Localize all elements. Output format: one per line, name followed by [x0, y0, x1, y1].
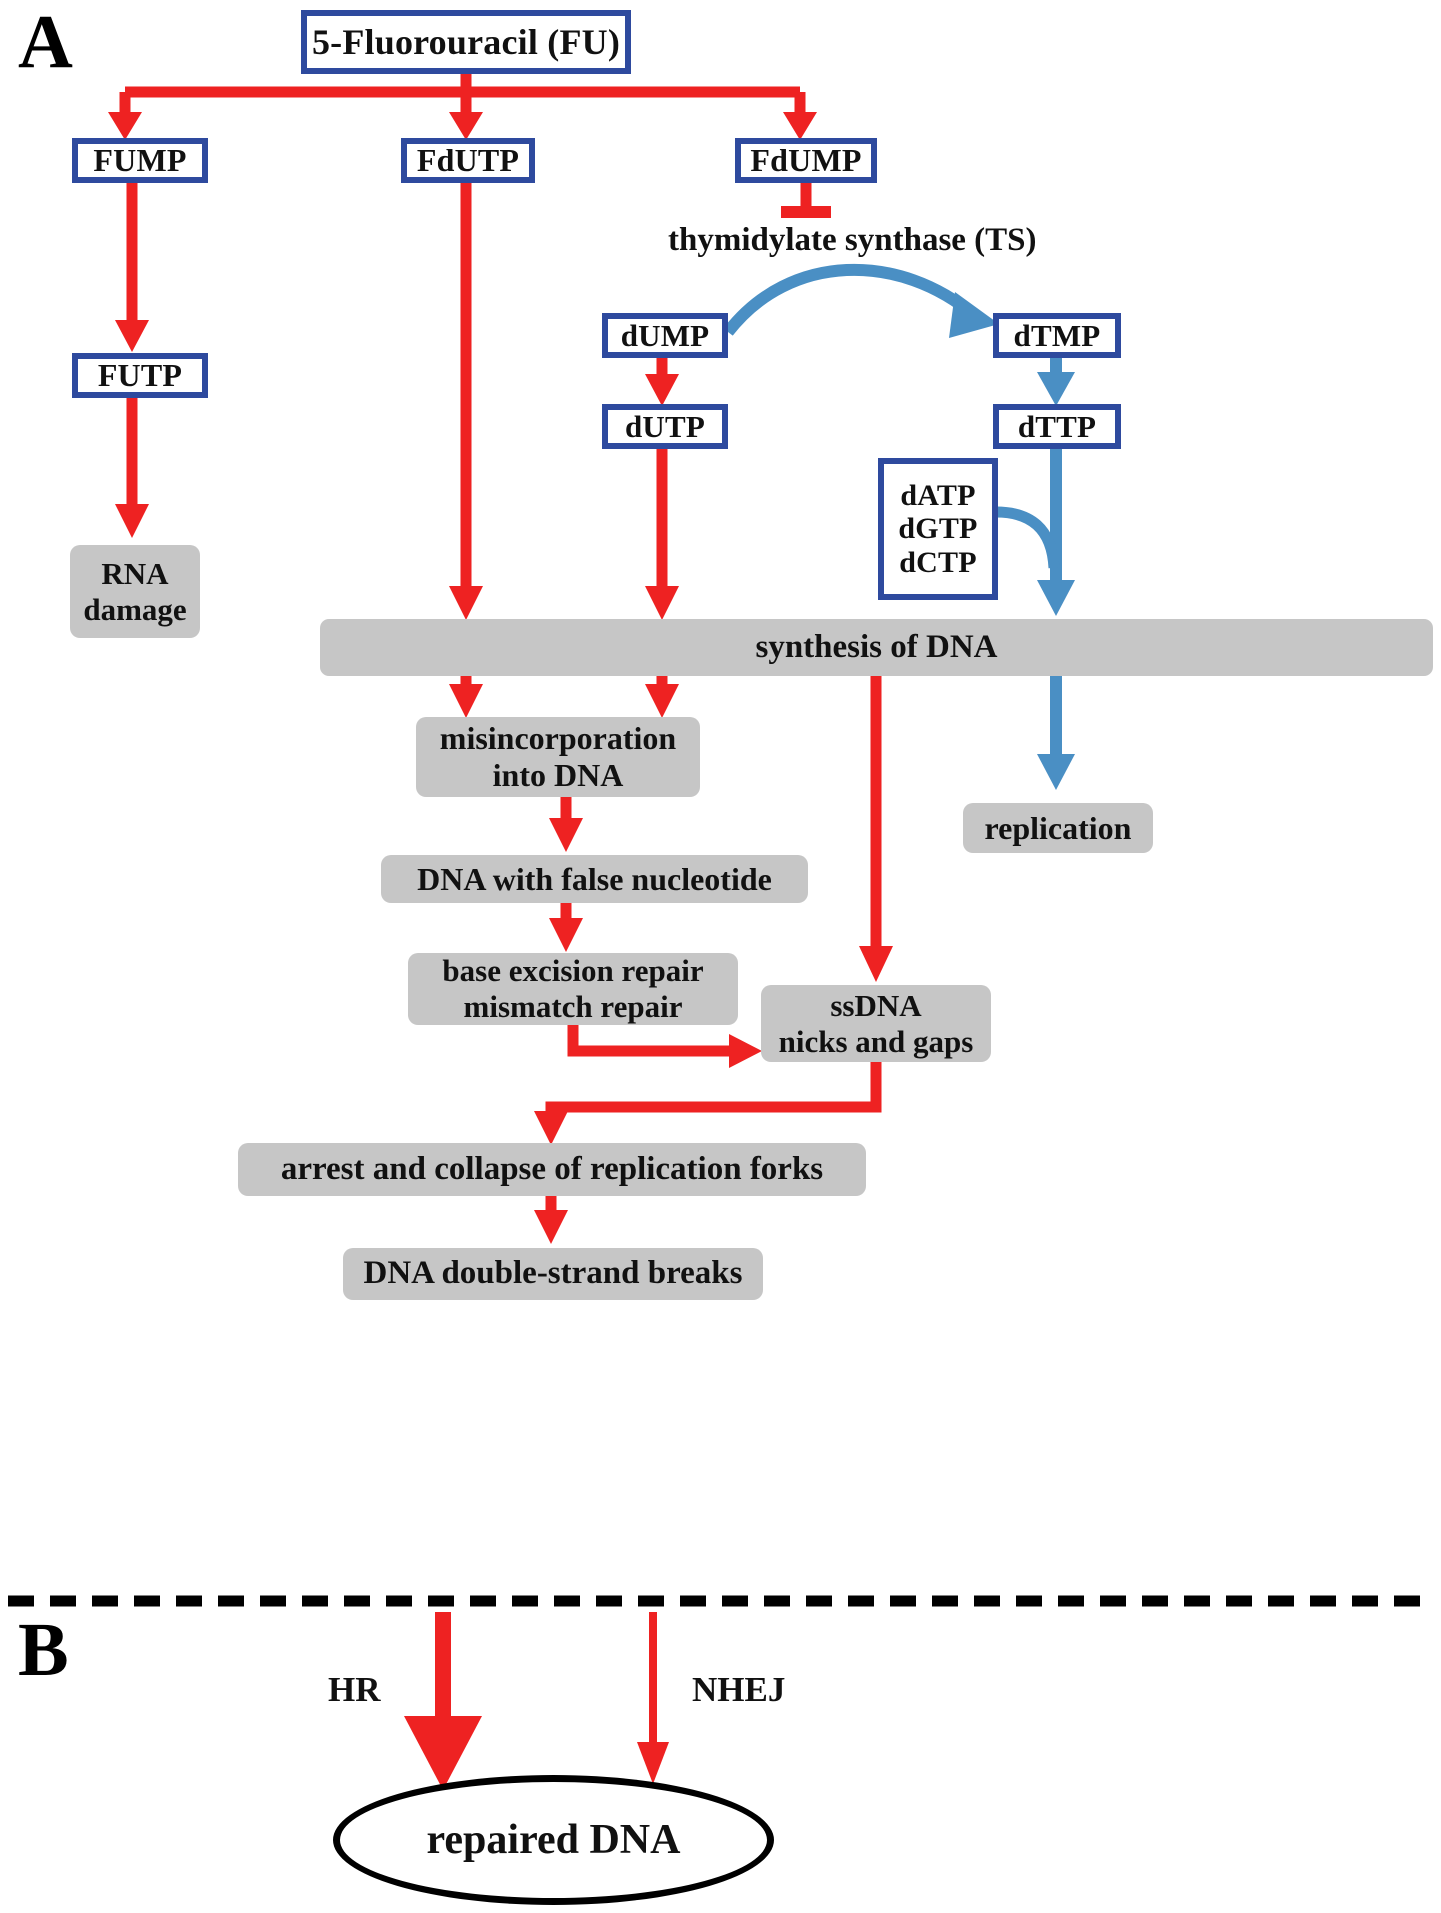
metabolite-box-fdump[interactable]: FdUMP	[735, 138, 877, 183]
process-box-dsb[interactable]: DNA double-strand breaks	[343, 1248, 763, 1300]
arrow-misincorporation-to-false-nt	[549, 797, 583, 852]
process-box-false-nucleotide[interactable]: DNA with false nucleotide	[381, 855, 808, 903]
arrow-dutp-to-synthesis	[645, 449, 679, 620]
process-box-misincorporation[interactable]: misincorporation into DNA	[416, 717, 700, 797]
metabolite-box-fdutp[interactable]: FdUTP	[401, 138, 535, 183]
process-box-synthesis-of-dna[interactable]: synthesis of DNA	[320, 619, 1433, 676]
repair-line-2: mismatch repair	[463, 989, 683, 1024]
arrow-fump-to-futp	[115, 183, 149, 352]
arrow-repair-to-ssdna	[567, 1024, 762, 1068]
process-box-repair[interactable]: base excision repair mismatch repair	[408, 953, 738, 1025]
rna-damage-line-1: RNA	[101, 555, 169, 591]
arrow-forks-to-dsb	[534, 1196, 568, 1244]
repair-line-1: base excision repair	[442, 953, 704, 989]
pathway-label-hr: HR	[328, 1670, 381, 1709]
metabolite-box-dttp[interactable]: dTTP	[993, 404, 1121, 449]
metabolite-box-dump[interactable]: dUMP	[602, 313, 728, 358]
outcome-ellipse-repaired-dna[interactable]: repaired DNA	[333, 1775, 774, 1905]
process-box-replication-forks[interactable]: arrest and collapse of replication forks	[238, 1143, 866, 1196]
arrow-dump-to-dutp	[645, 358, 679, 406]
metabolite-box-dntps[interactable]: dATP dGTP dCTP	[878, 458, 998, 600]
arrow-nhej	[637, 1612, 669, 1784]
arrow-ssdna-to-forks	[534, 1062, 882, 1145]
arrow-false-nt-to-repair	[549, 903, 583, 952]
misincorporation-line-2: into DNA	[492, 757, 624, 793]
arrow-fu-distributor	[108, 74, 817, 140]
arrow-synthesis-to-replication	[1037, 676, 1075, 790]
arrow-fdutp-to-synthesis	[449, 183, 483, 620]
enzyme-label-thymidylate-synthase: thymidylate synthase (TS)	[668, 222, 1037, 258]
arrow-dump-to-dtmp	[723, 263, 999, 338]
metabolite-box-futp[interactable]: FUTP	[72, 353, 208, 398]
pathway-label-nhej: NHEJ	[692, 1670, 786, 1709]
metabolite-box-dtmp[interactable]: dTMP	[993, 313, 1121, 358]
arrow-dttp-to-synthesis	[1037, 449, 1075, 616]
arrow-synthesis-to-misincorporation-left	[449, 676, 483, 718]
arrow-hr	[404, 1612, 482, 1790]
arrow-dntps-join	[995, 506, 1060, 569]
process-box-ssdna-nicks-gaps[interactable]: ssDNA nicks and gaps	[761, 985, 991, 1062]
process-box-replication[interactable]: replication	[963, 803, 1153, 853]
arrow-futp-to-rna-damage	[115, 398, 149, 538]
panel-letter-b: B	[18, 1608, 69, 1692]
metabolite-label-datp: dATP	[900, 478, 976, 512]
rna-damage-line-2: damage	[83, 591, 187, 627]
arrow-synthesis-to-ssdna	[859, 676, 893, 982]
arrow-dtmp-to-dttp	[1037, 358, 1075, 406]
panel-letter-a: A	[18, 0, 73, 84]
misincorporation-line-1: misincorporation	[439, 720, 677, 757]
metabolite-box-dutp[interactable]: dUTP	[602, 404, 728, 449]
ssdna-line-1: ssDNA	[830, 987, 922, 1023]
ssdna-line-2: nicks and gaps	[778, 1023, 974, 1059]
metabolite-box-fump[interactable]: FUMP	[72, 138, 208, 183]
metabolite-box-fu[interactable]: 5-Fluorouracil (FU)	[301, 10, 631, 74]
metabolite-label-dgtp: dGTP	[898, 512, 978, 546]
process-box-rna-damage[interactable]: RNA damage	[70, 545, 200, 638]
inhibition-fdump-ts	[781, 183, 831, 218]
arrow-synthesis-to-misincorporation-right	[645, 676, 679, 718]
metabolite-label-dctp: dCTP	[899, 545, 977, 579]
